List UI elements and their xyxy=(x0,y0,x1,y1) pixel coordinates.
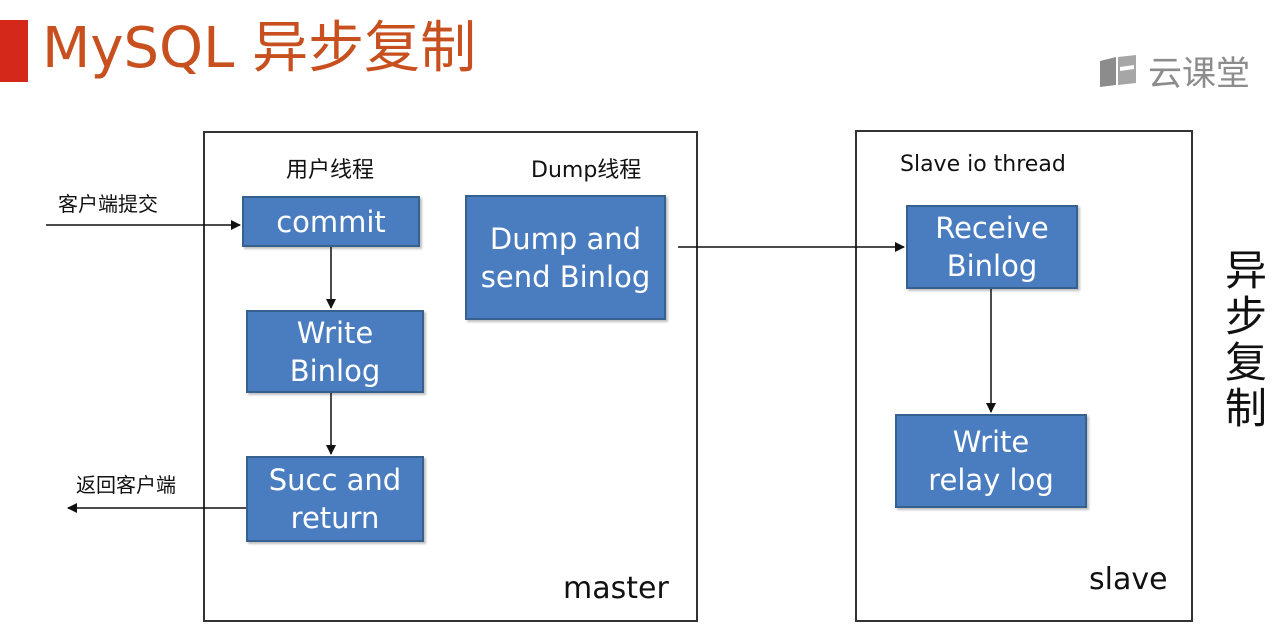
succ-and-return-text: Succ and return xyxy=(268,463,402,535)
write-binlog-box: Write Binlog xyxy=(246,310,424,393)
brand-logo: 云课堂 xyxy=(1098,46,1250,95)
slide-title: MySQL 异步复制 xyxy=(42,16,477,81)
slave-panel xyxy=(855,130,1193,622)
write-relay-log-text: Write relay log xyxy=(928,425,1054,497)
logo-text: 云课堂 xyxy=(1148,54,1250,94)
user-thread-label: 用户线程 xyxy=(286,158,375,183)
book-icon xyxy=(1100,54,1136,87)
master-label: master xyxy=(563,571,669,606)
slave-io-thread-label: Slave io thread xyxy=(900,152,1066,177)
slave-label: slave xyxy=(1089,562,1168,597)
write-binlog-text: Write Binlog xyxy=(289,315,381,388)
dump-and-send-binlog-box: Dump and send Binlog xyxy=(465,195,666,320)
return-to-client-label: 返回客户端 xyxy=(76,473,176,497)
write-relay-log-box: Write relay log xyxy=(895,414,1087,508)
receive-binlog-text: Receive Binlog xyxy=(935,211,1049,283)
side-title: 异 步 复 制 xyxy=(1224,246,1267,433)
title-accent-bar xyxy=(0,20,28,82)
commit-text: commit xyxy=(276,204,386,239)
succ-and-return-box: Succ and return xyxy=(246,456,424,542)
client-submit-label: 客户端提交 xyxy=(58,192,158,216)
dump-thread-label: Dump线程 xyxy=(531,158,642,183)
dump-and-send-binlog-text: Dump and send Binlog xyxy=(480,221,651,294)
commit-box: commit xyxy=(242,196,420,247)
receive-binlog-box: Receive Binlog xyxy=(906,205,1078,289)
